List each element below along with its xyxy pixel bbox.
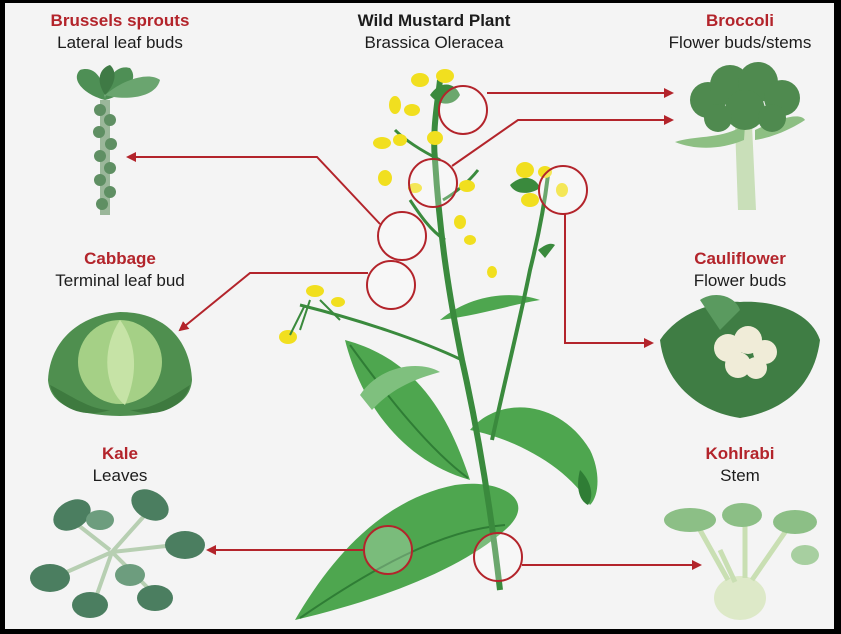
- kohlrabi-label: Kohlrabi Stem: [640, 443, 840, 487]
- brussels-sprouts-label: Brussels sprouts Lateral leaf buds: [20, 10, 220, 54]
- highlight-circle-cauliflower: [539, 166, 587, 214]
- cauliflower-label: Cauliflower Flower buds: [640, 248, 840, 292]
- main-plant-species: Brassica Oleracea: [334, 32, 534, 54]
- brussels-sprouts-name: Brussels sprouts: [20, 10, 220, 32]
- highlight-circle-kohlrabi: [474, 533, 522, 581]
- cabbage-illustration: [48, 312, 192, 416]
- kohlrabi-name: Kohlrabi: [640, 443, 840, 465]
- broccoli-part: Flower buds/stems: [640, 32, 840, 54]
- highlight-circle-broccoli-stem: [409, 159, 457, 207]
- broccoli-illustration: [675, 62, 805, 210]
- cabbage-name: Cabbage: [20, 248, 220, 270]
- wild-mustard-plant-illustration: [279, 69, 598, 620]
- brussels-sprouts-part: Lateral leaf buds: [20, 32, 220, 54]
- cauliflower-illustration: [660, 295, 820, 418]
- arrow-brussels: [128, 157, 380, 224]
- arrow-cauliflower: [565, 214, 652, 343]
- highlight-circle-broccoli-top: [439, 86, 487, 134]
- main-plant-label: Wild Mustard Plant Brassica Oleracea: [334, 10, 534, 54]
- arrow-broccoli-stem: [452, 120, 672, 166]
- highlight-circle-brussels: [378, 212, 426, 260]
- cabbage-label: Cabbage Terminal leaf bud: [20, 248, 220, 292]
- kale-label: Kale Leaves: [20, 443, 220, 487]
- kale-illustration: [30, 483, 205, 618]
- kohlrabi-illustration: [664, 503, 819, 620]
- cauliflower-part: Flower buds: [640, 270, 840, 292]
- cauliflower-name: Cauliflower: [640, 248, 840, 270]
- kohlrabi-part: Stem: [640, 465, 840, 487]
- main-plant-name: Wild Mustard Plant: [334, 10, 534, 32]
- highlight-circle-kale: [364, 526, 412, 574]
- highlight-circle-cabbage: [367, 261, 415, 309]
- broccoli-name: Broccoli: [640, 10, 840, 32]
- kale-part: Leaves: [20, 465, 220, 487]
- brussels-sprouts-illustration: [77, 65, 160, 215]
- broccoli-label: Broccoli Flower buds/stems: [640, 10, 840, 54]
- kale-name: Kale: [20, 443, 220, 465]
- plant-left-leaf: [345, 340, 470, 480]
- cabbage-part: Terminal leaf bud: [20, 270, 220, 292]
